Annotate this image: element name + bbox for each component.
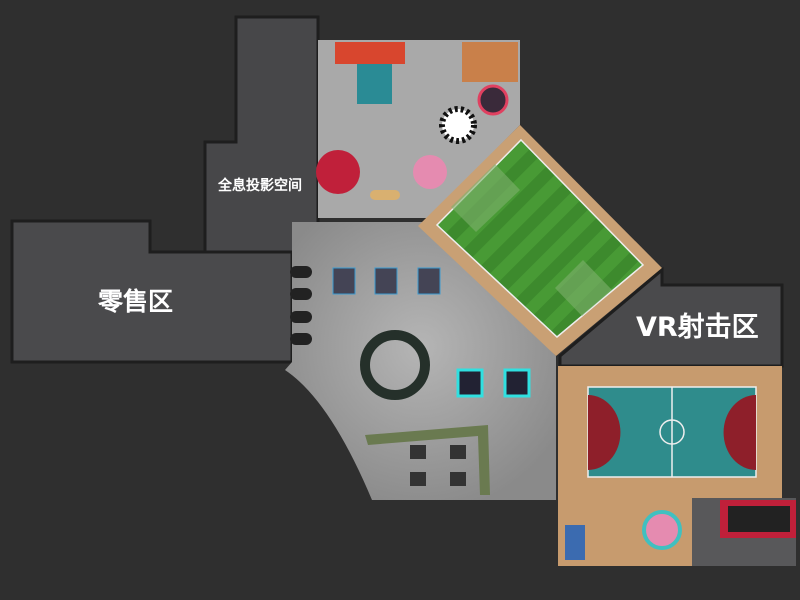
key-right (723, 395, 756, 471)
holographic-zone[interactable] (203, 15, 320, 259)
penalty-box-bottom (555, 260, 612, 316)
spinner (477, 84, 509, 116)
spiral-disc (439, 106, 477, 144)
round-bench (360, 330, 430, 400)
key-left (588, 395, 621, 471)
cafe-counter (365, 425, 490, 495)
game-tables (332, 267, 441, 295)
holographic-zone-label: 全息投影空间 (218, 178, 302, 194)
pink-table (413, 155, 447, 189)
blue-mat (357, 64, 392, 104)
red-dome (316, 150, 360, 194)
cafe-tables (410, 445, 466, 486)
blue-blocks (565, 525, 585, 560)
arcade-right (503, 368, 531, 398)
red-wall (335, 42, 405, 64)
ball-pit (462, 42, 518, 82)
retail-zone-label: 零售区 (98, 287, 174, 316)
log-prop (370, 190, 400, 200)
penalty-box-top (451, 164, 520, 232)
vr-zone-label: VR射击区 (636, 312, 759, 343)
arcade-left (456, 368, 484, 398)
play-carousel (642, 510, 682, 550)
car-rides (290, 266, 312, 345)
center-circle (659, 419, 685, 445)
